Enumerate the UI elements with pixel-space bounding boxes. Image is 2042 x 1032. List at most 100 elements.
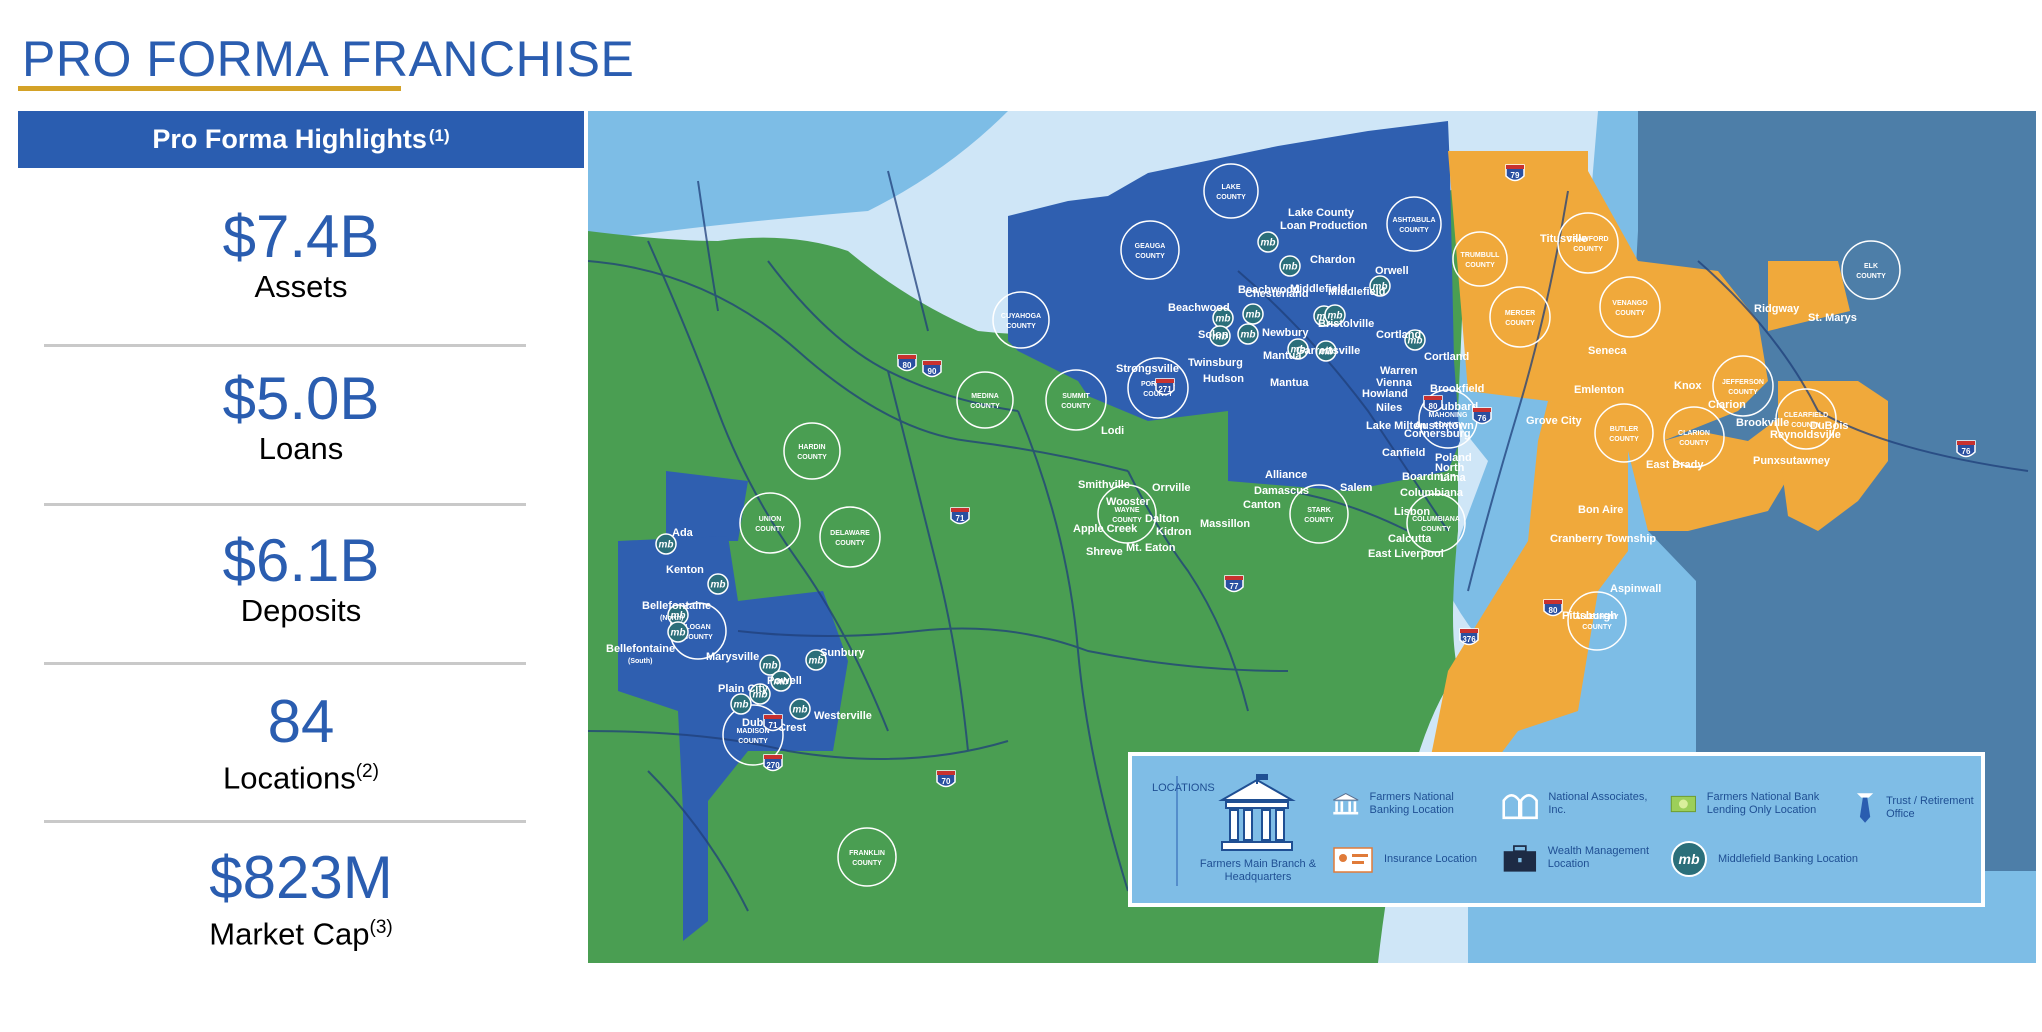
county-label-suffix: COUNTY: [755, 526, 785, 533]
county-label: GEAUGA: [1135, 243, 1166, 250]
mb-marker-icon: mb: [655, 533, 677, 555]
highlights-header-note: (1): [428, 125, 450, 145]
svg-text:mb: mb: [1241, 330, 1256, 341]
metric-value: $7.4B: [222, 203, 380, 270]
town-label: Clarion: [1708, 399, 1746, 411]
county-label-suffix: COUNTY: [1216, 194, 1246, 201]
town-label: Bellefontaine: [642, 600, 711, 612]
mb-logo-text: mb: [1679, 851, 1700, 867]
county-label: MEDINA: [971, 393, 999, 400]
town-label: Poland: [1435, 452, 1472, 464]
town-label: Cortland: [1424, 351, 1469, 363]
legend-item-label: National Associates, Inc.: [1548, 791, 1648, 816]
town-label: Garrettsville: [1296, 345, 1360, 357]
town-label: Austintown: [1414, 420, 1474, 432]
title-underline: [18, 86, 401, 91]
metric-label-text: Assets: [254, 269, 348, 304]
svg-text:77: 77: [1230, 582, 1239, 591]
town-label: Chardon: [1310, 254, 1356, 266]
mb-marker-icon: mb: [759, 654, 781, 676]
metric-divider: [44, 820, 526, 823]
town-label: Boardman: [1402, 471, 1457, 483]
town-label: Mantua: [1270, 377, 1309, 389]
county-bubble: [1289, 484, 1349, 544]
legend-title: LOCATIONS: [1152, 782, 1215, 794]
legend-item-insurance: Insurance Location: [1332, 844, 1482, 874]
county-label: HARDIN: [798, 444, 825, 451]
metric-divider: [44, 503, 526, 506]
town-label: Bon Aire: [1578, 504, 1623, 516]
county-bubble: [1567, 591, 1627, 651]
county-bubble: [956, 371, 1014, 429]
county-label-suffix: COUNTY: [1061, 403, 1091, 410]
county-label-suffix: COUNTY: [1465, 262, 1495, 269]
metric-note: (2): [355, 761, 379, 782]
county-bubble: [1045, 369, 1107, 431]
town-label: Lake County: [1288, 207, 1355, 219]
legend-item-wealth: Wealth Management Location: [1502, 840, 1672, 876]
county-label-suffix: COUNTY: [1143, 391, 1173, 398]
legend-item-label: Wealth Management Location: [1547, 845, 1650, 870]
county-bubble: [1663, 406, 1725, 468]
county-bubble: [1594, 403, 1654, 463]
town-label: Bellefontaine: [606, 643, 675, 655]
mb-logo-icon: mb: [1671, 841, 1707, 877]
county-bubble: [739, 492, 801, 554]
town-label: Calcutta: [1388, 533, 1432, 545]
road-network: [588, 170, 2029, 912]
town-label: Sunbury: [820, 647, 865, 659]
metric-value: $5.0B: [222, 365, 380, 432]
town-label: Emlenton: [1574, 384, 1624, 396]
town-label: Twinsburg: [1188, 357, 1243, 369]
mb-marker-icon: mb: [770, 670, 792, 692]
county-label-suffix: COUNTY: [1421, 526, 1451, 533]
town-label: Apple Creek: [1073, 523, 1138, 535]
town-label: Beachwood: [1238, 284, 1300, 296]
town-label: Cornersburg: [1404, 428, 1471, 440]
county-label-suffix: COUNTY: [1573, 246, 1603, 253]
county-label: STARK: [1307, 507, 1331, 514]
town-label: Lisbon: [1394, 506, 1430, 518]
county-bubble: [783, 422, 841, 480]
town-label: Middlefield: [1328, 286, 1385, 298]
county-label-suffix: COUNTY: [1856, 273, 1886, 280]
svg-text:mb: mb: [1319, 347, 1334, 358]
county-label: ELK: [1864, 263, 1878, 270]
svg-text:mb: mb: [753, 690, 768, 701]
svg-text:mb: mb: [1213, 332, 1228, 343]
town-label: Loan Production: [1280, 220, 1368, 232]
legend-item-label: Middlefield Banking Location: [1718, 852, 1859, 865]
county-label: CLEARFIELD: [1784, 412, 1828, 419]
lake-shallow: [588, 111, 1008, 241]
county-label: ASHTABULA: [1392, 217, 1435, 224]
county-label: UNION: [759, 516, 782, 523]
svg-text:79: 79: [1511, 171, 1520, 180]
highway-shield-icon: 80: [897, 354, 917, 372]
county-bubble: [1557, 212, 1619, 274]
svg-text:76: 76: [1478, 414, 1487, 423]
county-label-suffix: COUNTY: [1135, 253, 1165, 260]
town-label: Aspinwall: [1610, 583, 1661, 595]
metric-loans: $5.0B Loans: [18, 367, 584, 467]
legend-hq: [1212, 774, 1302, 856]
county-label: CLARION: [1678, 430, 1710, 437]
county-label: FRANKLIN: [849, 850, 885, 857]
county-label: DELAWARE: [830, 530, 870, 537]
town-label: Powell: [767, 675, 802, 687]
county-label-suffix: COUNTY: [1582, 624, 1612, 631]
svg-text:71: 71: [956, 514, 965, 523]
highway-shield-icon: 71: [950, 507, 970, 525]
mb-marker-icon: mb: [667, 621, 689, 643]
county-label-suffix: COUNTY: [1615, 310, 1645, 317]
metric-label-text: Deposits: [240, 593, 362, 628]
town-label: Knox: [1674, 380, 1702, 392]
tie-icon: [1856, 793, 1874, 823]
town-label: (South): [628, 658, 653, 665]
svg-text:80: 80: [1549, 606, 1558, 615]
town-label: Damascus: [1254, 485, 1309, 497]
legend-hq-label: Farmers Main Branch & Headquarters: [1199, 858, 1317, 883]
county-label-suffix: COUNTY: [1399, 227, 1429, 234]
town-label: Kenton: [666, 564, 704, 576]
